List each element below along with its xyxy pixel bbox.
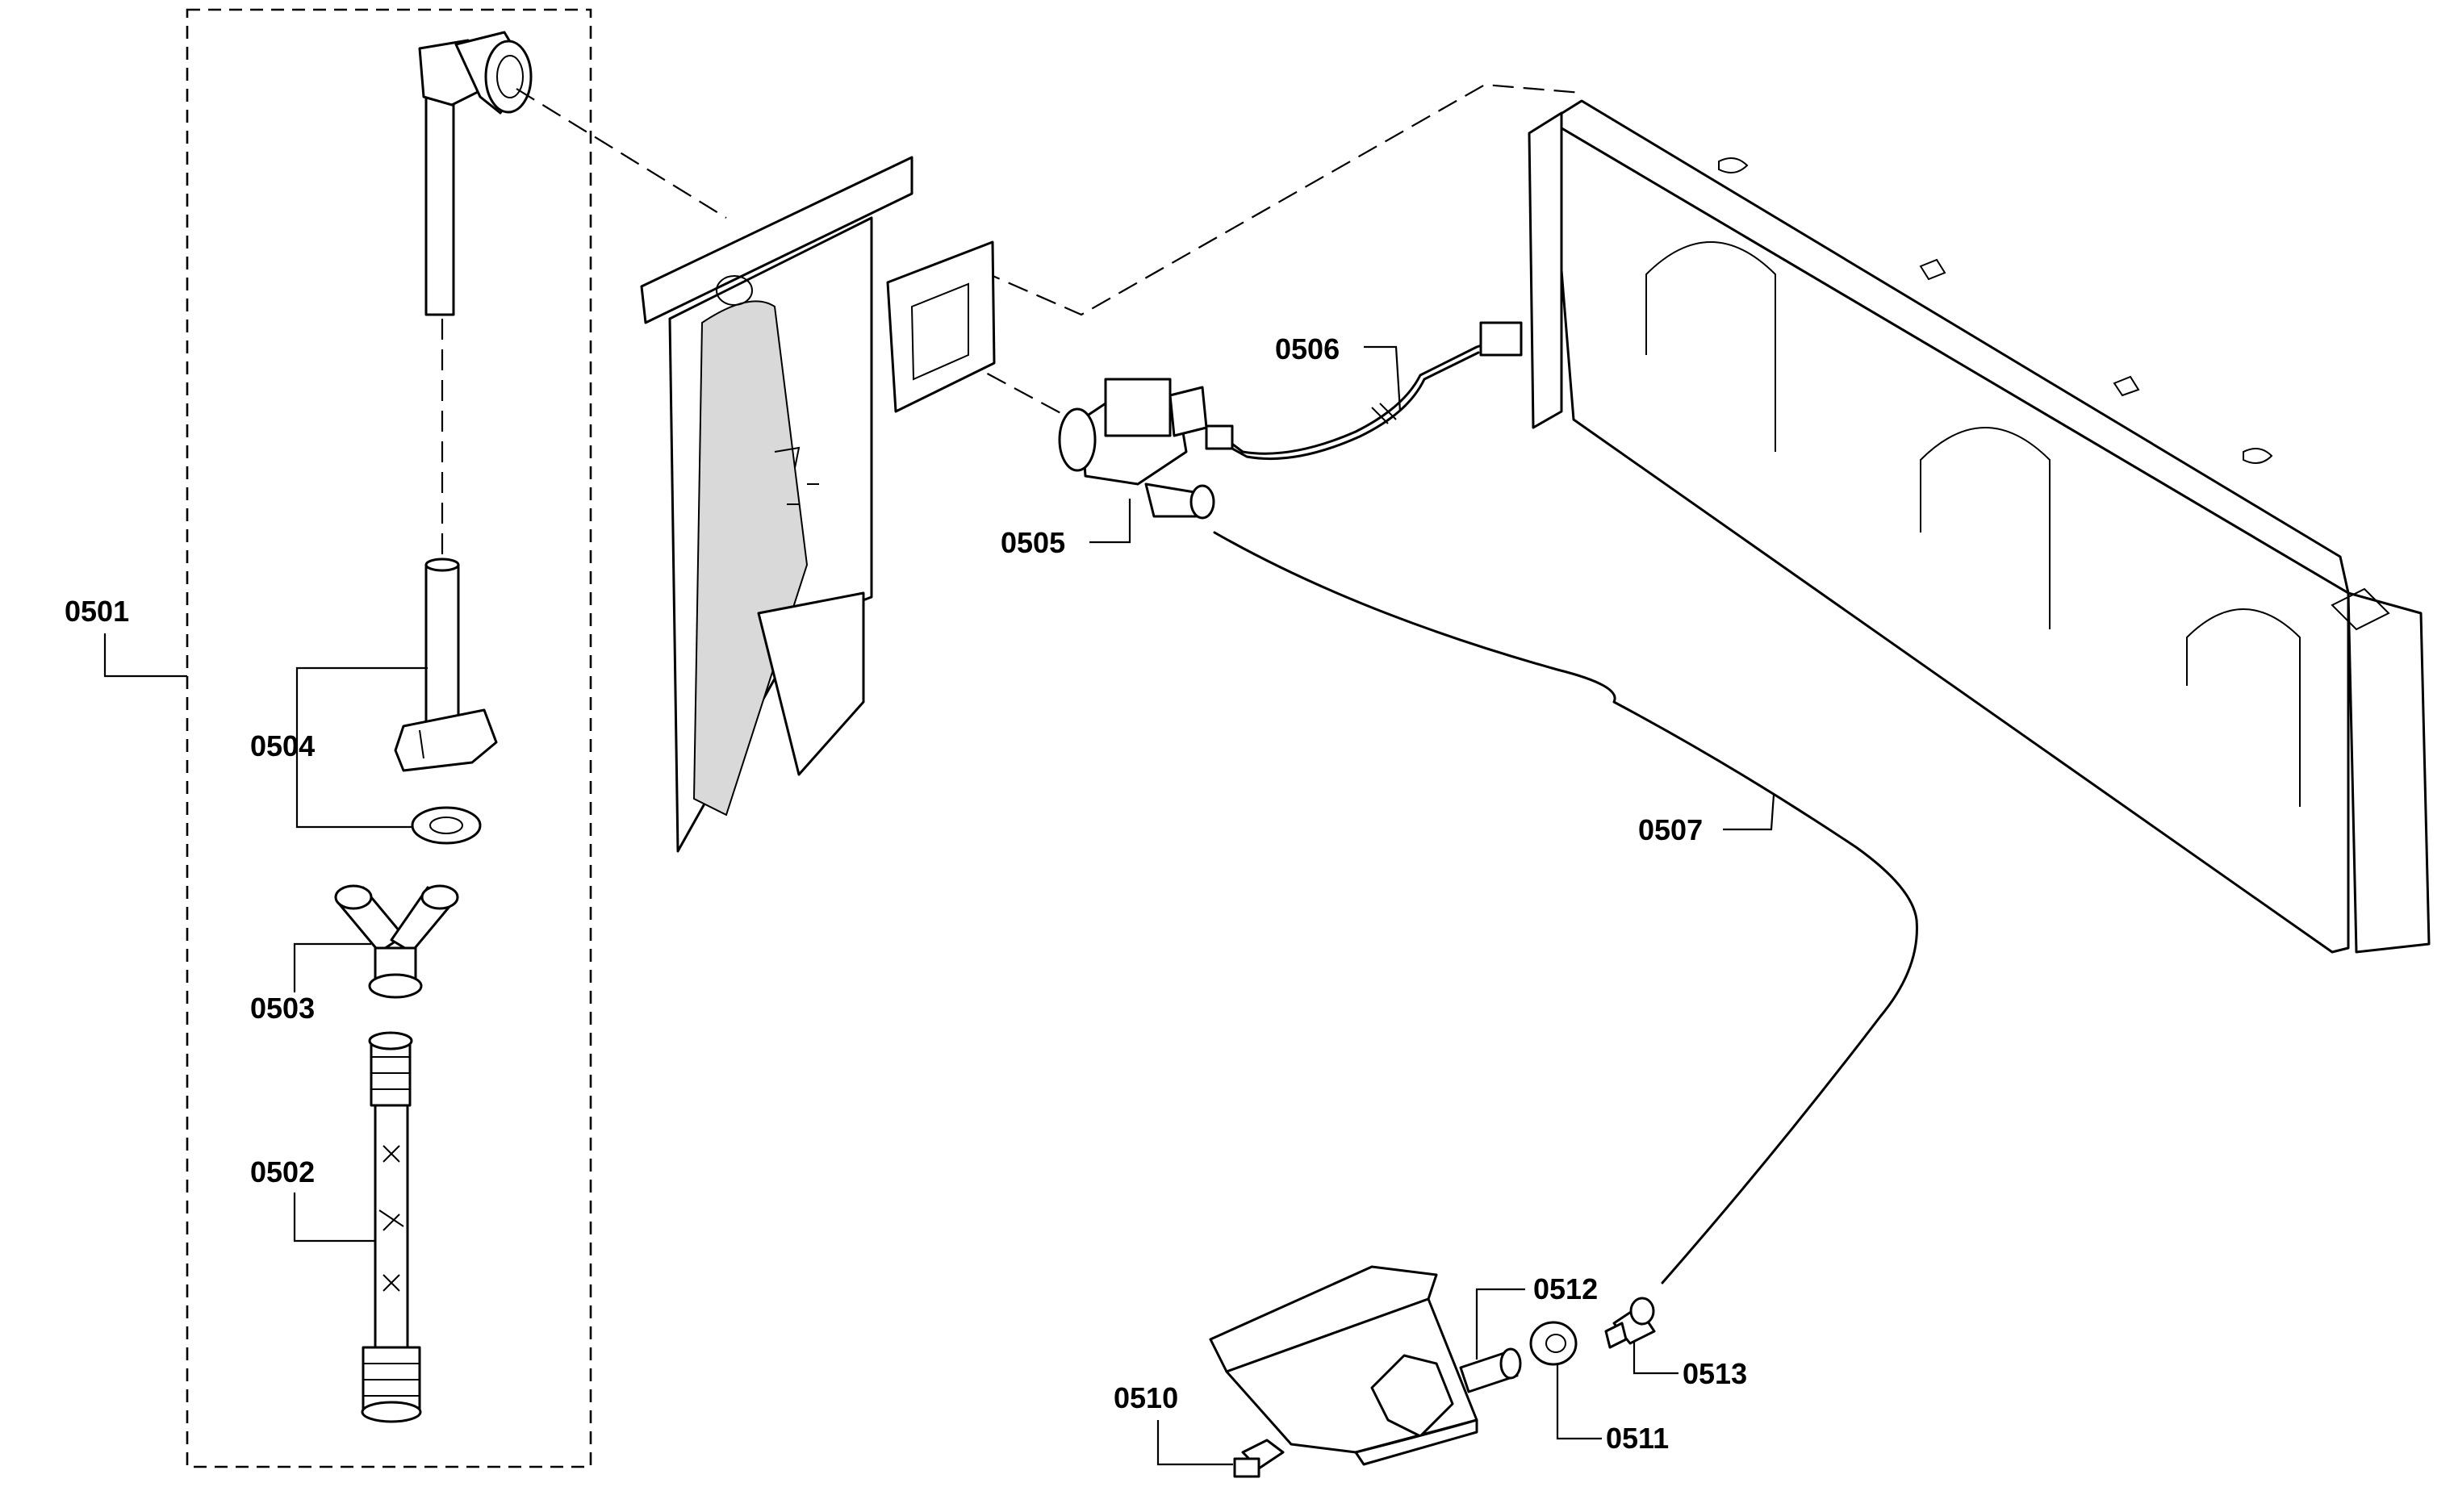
leader-0507	[1723, 794, 1775, 831]
leader-0505	[1089, 499, 1131, 544]
pipe-with-flange-0504	[394, 558, 498, 772]
leader-0503	[293, 942, 371, 992]
elbow-hose-part	[418, 31, 533, 316]
leader-0506	[1364, 345, 1402, 412]
callout-0501-label: 0501	[65, 595, 129, 628]
side-panel-bracket	[640, 156, 996, 853]
nut-0511	[1529, 1321, 1578, 1366]
leader-0502	[293, 1192, 375, 1243]
callout-0513-label: 0513	[1683, 1357, 1747, 1390]
leader-0501	[103, 633, 187, 678]
y-connector-0503	[334, 884, 459, 999]
leader-0511	[1556, 1364, 1602, 1440]
callout-0510-label: 0510	[1114, 1381, 1178, 1414]
front-panel-frame	[1528, 99, 2431, 954]
sealing-washer	[411, 806, 482, 845]
leader-0510	[1156, 1420, 1233, 1466]
callout-0504-label: 0504	[250, 729, 315, 762]
callout-0502-label: 0502	[250, 1155, 315, 1188]
leader-0512	[1475, 1288, 1525, 1360]
leader-0504	[295, 666, 428, 829]
wire-harness-0506	[1205, 321, 1523, 461]
fitting-0510	[1233, 1439, 1285, 1478]
solenoid-valve-0505	[1058, 378, 1215, 520]
sleeve-0512	[1459, 1347, 1522, 1393]
inlet-hose-0502	[361, 1031, 422, 1423]
callout-0506-label: 0506	[1275, 332, 1340, 365]
kit-boundary-0501	[186, 8, 592, 1468]
water-tube-0507	[1213, 531, 1918, 1284]
callout-0507-label: 0507	[1638, 813, 1703, 846]
leader-0513	[1633, 1341, 1679, 1375]
callout-0503-label: 0503	[250, 992, 315, 1025]
callout-0512-label: 0512	[1533, 1272, 1598, 1305]
dispenser-bracket	[1209, 1265, 1478, 1466]
callout-0511-label: 0511	[1606, 1422, 1669, 1455]
elbow-fitting-0513	[1604, 1297, 1656, 1349]
callout-0505-label: 0505	[1001, 526, 1065, 559]
